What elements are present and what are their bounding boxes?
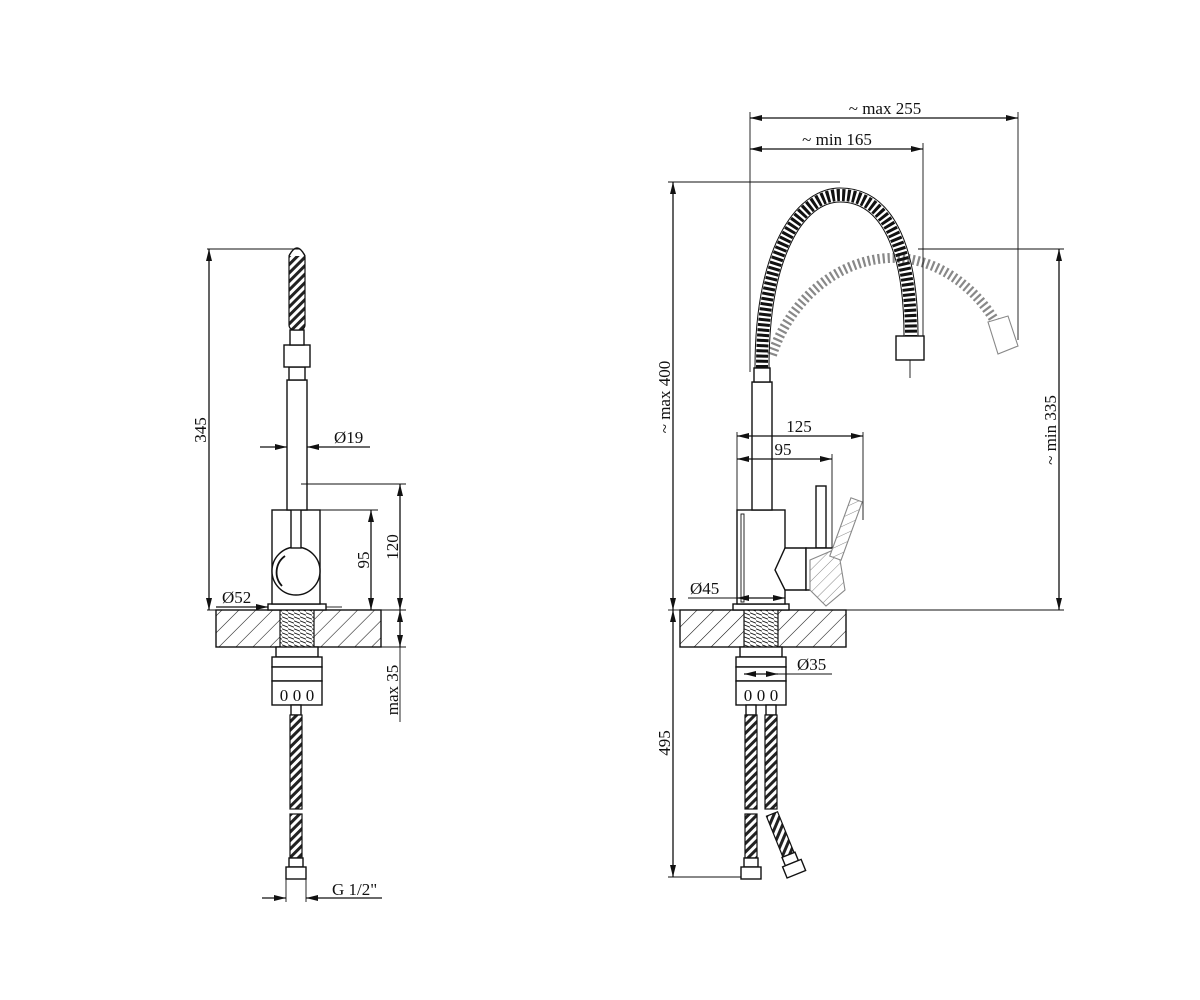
side-hose-connector: [290, 704, 302, 716]
side-spout-head: [283, 344, 311, 368]
front-hose-connector-right: [765, 704, 777, 716]
front-hose-left-lower: [744, 813, 758, 859]
front-body-highlight: [740, 513, 745, 603]
dim-120-label: 120: [383, 534, 402, 560]
side-lever-hub-shade: [275, 555, 286, 587]
front-view: 0 0 0: [655, 99, 1064, 880]
dim-max35-label: max 35: [383, 665, 402, 716]
dim-95-front-label: 95: [775, 440, 792, 459]
front-lever-handle: [815, 485, 827, 549]
side-spring-coil: [288, 251, 306, 331]
front-body: [736, 509, 786, 605]
dim-d19-label: Ø19: [334, 428, 363, 447]
dim-max255-label: ~ max 255: [849, 99, 921, 118]
dim-125-label: 125: [786, 417, 812, 436]
side-nut-marks: 0 0 0: [280, 686, 315, 705]
side-spout-tube: [286, 379, 308, 511]
side-lever-hub: [271, 546, 321, 596]
side-washer: [275, 646, 319, 658]
front-hose-right-upper: [764, 714, 778, 810]
front-nut-mark: 0: [757, 686, 766, 705]
front-spring-coil-edge-outer: [754, 187, 919, 369]
front-lever-open-position: [809, 497, 863, 607]
front-spray-head: [895, 335, 925, 361]
front-spring-coil: [756, 188, 917, 369]
front-base-ring: [732, 603, 790, 611]
front-spring-coil-edge-inner: [768, 201, 905, 369]
side-nut-mark: 0: [293, 686, 302, 705]
front-hose-right-lower: [765, 810, 795, 858]
front-nut-marks: 0 0 0: [744, 686, 779, 705]
side-nut-mark: 0: [280, 686, 289, 705]
front-nut-mark: 0: [744, 686, 753, 705]
front-hose-connector-left: [745, 704, 757, 716]
dim-min165-label: ~ min 165: [802, 130, 872, 149]
front-lever-block: [774, 547, 807, 591]
front-hose-right-fitting: [781, 858, 807, 879]
side-view: 0 0 0 345 Ø19 Ø52: [191, 247, 406, 902]
front-nut-block: [735, 680, 787, 706]
side-base-ring: [267, 603, 327, 611]
front-spring-extended: [767, 252, 1005, 357]
side-hose-braid-lower: [289, 813, 303, 859]
dim-345-label: 345: [191, 417, 210, 443]
dim-495-label: 495: [655, 730, 674, 756]
side-nut-lower: [271, 666, 323, 682]
front-hose-left-ferrule: [743, 857, 759, 868]
dim-min335-label: ~ min 335: [1041, 395, 1060, 465]
dim-95-label: 95: [354, 552, 373, 569]
dim-d35-label: Ø35: [797, 655, 826, 674]
dim-d52-label: Ø52: [222, 588, 251, 607]
side-nut-mark: 0: [306, 686, 315, 705]
front-washer: [739, 646, 783, 658]
dim-max400-label: ~ max 400: [655, 361, 674, 433]
front-nut-mark: 0: [770, 686, 779, 705]
front-hose-left-upper: [744, 714, 758, 810]
front-spout-tube: [751, 381, 773, 511]
front-spout-collar: [753, 367, 771, 383]
side-nut: [271, 656, 323, 668]
side-spring-tip: [288, 247, 306, 257]
dim-g12-label: G 1/2": [332, 880, 377, 899]
side-hose-ferrule: [288, 857, 304, 868]
dim-d45-label: Ø45: [690, 579, 719, 598]
front-nut: [735, 656, 787, 668]
side-hose-braid-upper: [289, 714, 303, 810]
front-hose-left-fitting: [740, 866, 762, 880]
side-hose-fitting: [285, 866, 307, 880]
side-spout-collar: [288, 366, 306, 381]
side-spout-neck: [289, 329, 305, 346]
